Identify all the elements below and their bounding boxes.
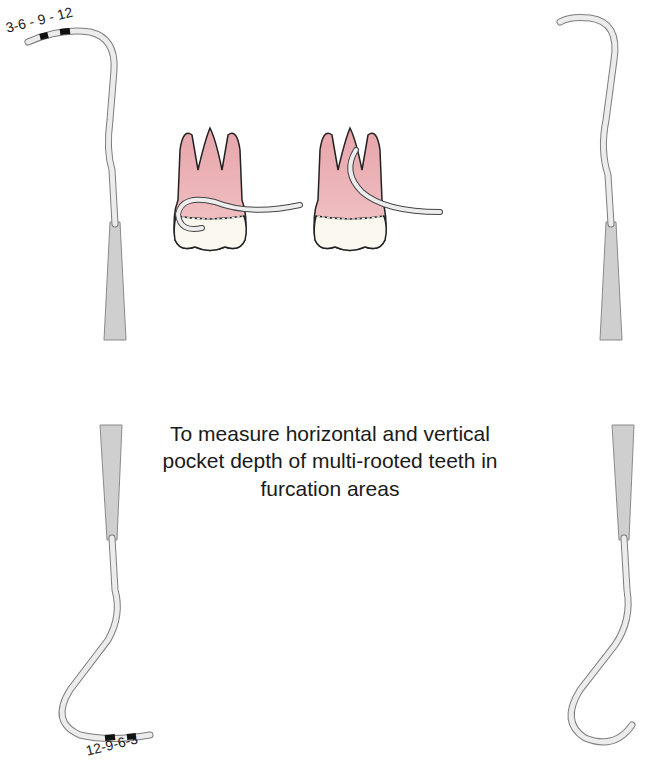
description-text: To measure horizontal and vertical pocke… bbox=[160, 420, 500, 502]
furcation-probe bbox=[560, 18, 622, 341]
furcation-probe bbox=[571, 425, 634, 742]
furcation-probe bbox=[62, 425, 150, 739]
molar-tooth bbox=[314, 128, 440, 251]
furcation-probe bbox=[28, 31, 126, 340]
molar-tooth bbox=[174, 128, 300, 251]
